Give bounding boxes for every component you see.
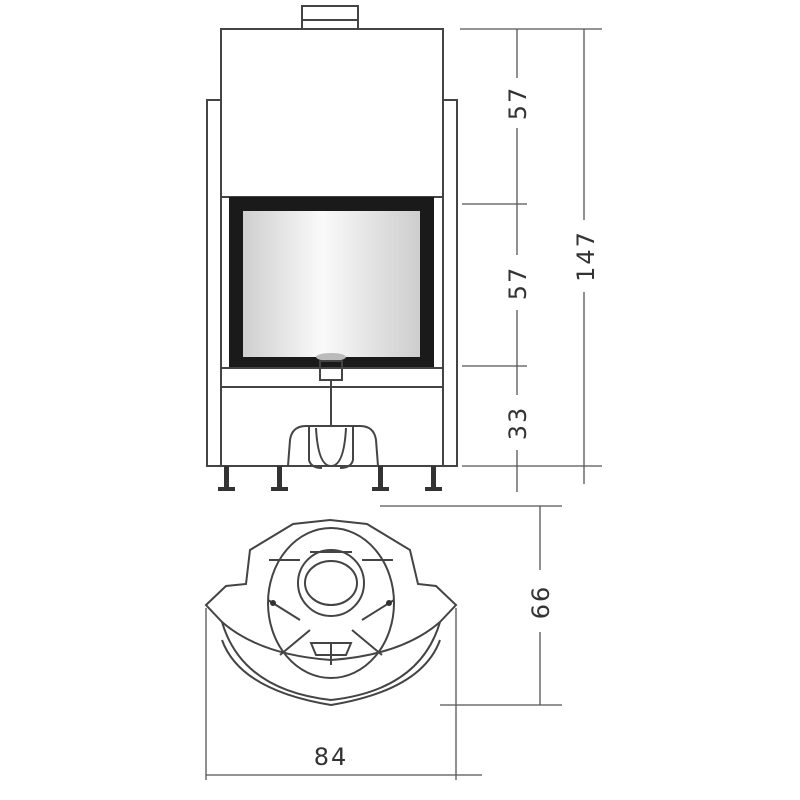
- upper-hood: [220, 28, 444, 198]
- depth-label: 66: [527, 585, 555, 620]
- top-view: [204, 518, 458, 707]
- total-height-label: 147: [572, 230, 600, 282]
- left-side-panel: [206, 99, 222, 467]
- front-view: [206, 5, 458, 491]
- door-height-label: 57: [504, 266, 532, 301]
- feet: [218, 466, 442, 491]
- width-label: 84: [314, 743, 349, 771]
- ash-pan: [287, 425, 379, 467]
- flue-collar: [301, 5, 359, 30]
- height-dimensions: 57 57 33 147: [460, 28, 602, 492]
- base-height-label: 33: [504, 406, 532, 441]
- right-side-panel: [442, 99, 458, 467]
- outer-shell: [204, 518, 458, 702]
- upper-height-label: 57: [504, 86, 532, 121]
- plan-dimensions: 66 84: [205, 505, 562, 780]
- door-handle: [316, 353, 346, 361]
- door-glass: [243, 211, 420, 357]
